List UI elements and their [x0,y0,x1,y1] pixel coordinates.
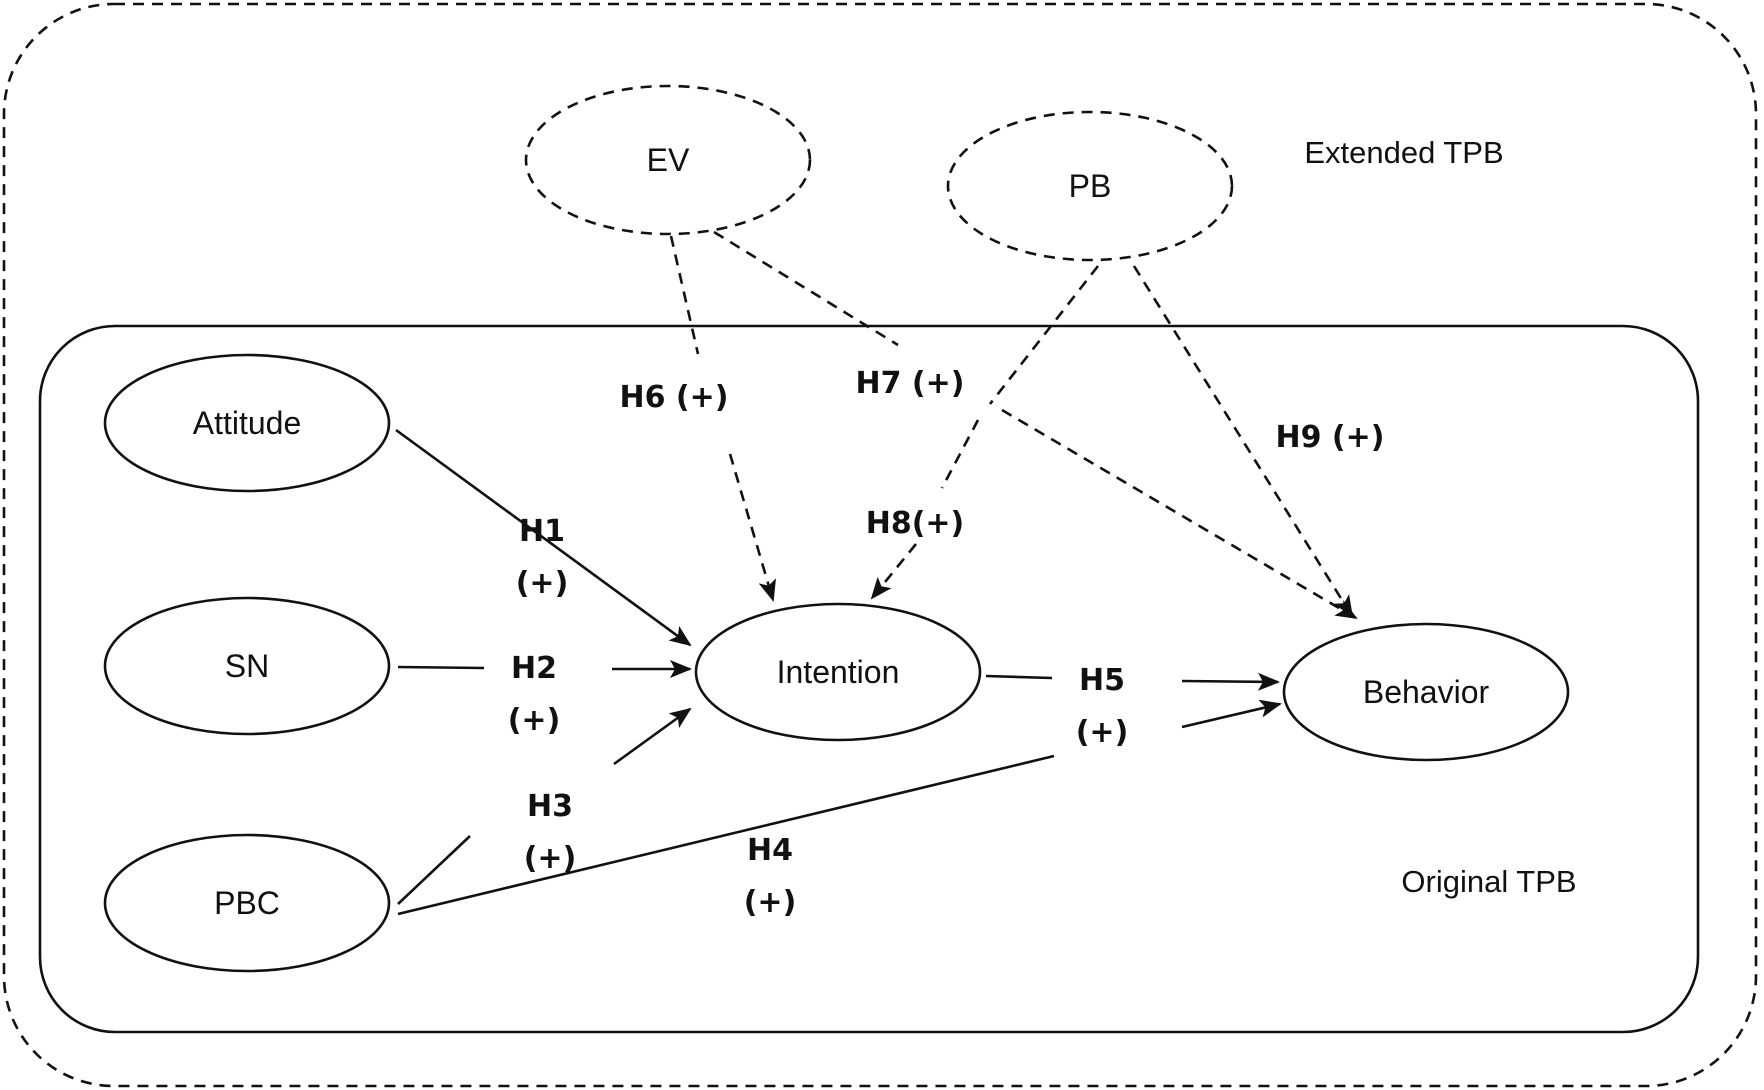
h8-connector-upper [988,265,1100,405]
h3-sign: (+) [524,841,577,876]
h6-label: H6 (+) [620,380,729,415]
pbc-node [103,833,391,973]
h1-sign: (+) [516,566,569,601]
pbc-label: PBC [214,885,280,921]
sn-label: SN [225,648,269,684]
intention-node [694,602,982,742]
h5-sign: (+) [1076,715,1129,750]
h6-connector-upper [669,235,700,355]
h4-label: H4 [747,833,793,868]
h2-sign: (+) [508,703,561,738]
h7-label: H7 (+) [856,366,965,401]
h5-label: H5 [1079,663,1125,698]
pb-node [946,110,1234,262]
h5-connector-left [985,674,1053,680]
h8-connector-mid [940,419,980,489]
h9-label: H9 (+) [1276,420,1385,455]
h3-connector-upper [613,707,692,766]
h3-label: H3 [527,789,573,824]
h4-connector [397,754,1055,916]
pb-label: PB [1069,168,1112,204]
original-tpb-label: Original TPB [1401,864,1576,899]
behavior-node [1282,622,1570,762]
h5-connector-right [1181,672,1280,691]
ev-node [524,84,812,236]
h4-sign: (+) [744,885,797,920]
h9-connector [1132,265,1354,618]
h2-label: H2 [511,651,557,686]
ev-label: EV [647,142,690,178]
h1-connector [395,428,692,647]
h6-connector-lower [728,453,776,602]
h1-label: H1 [519,514,565,549]
attitude-label: Attitude [193,405,302,441]
h7-connector-upper [713,230,899,347]
sn-node [103,596,391,736]
h8-connector-lower [870,543,918,600]
h2-connector-left [397,665,485,670]
h4-connector-end [1181,699,1282,729]
extended-tpb-label: Extended TPB [1304,135,1503,170]
behavior-label: Behavior [1363,674,1490,710]
h3-connector-lower [397,835,471,905]
h7-connector-lower [1001,408,1358,620]
attitude-node [103,353,391,493]
intention-label: Intention [777,654,900,690]
h8-label: H8(+) [866,506,965,541]
